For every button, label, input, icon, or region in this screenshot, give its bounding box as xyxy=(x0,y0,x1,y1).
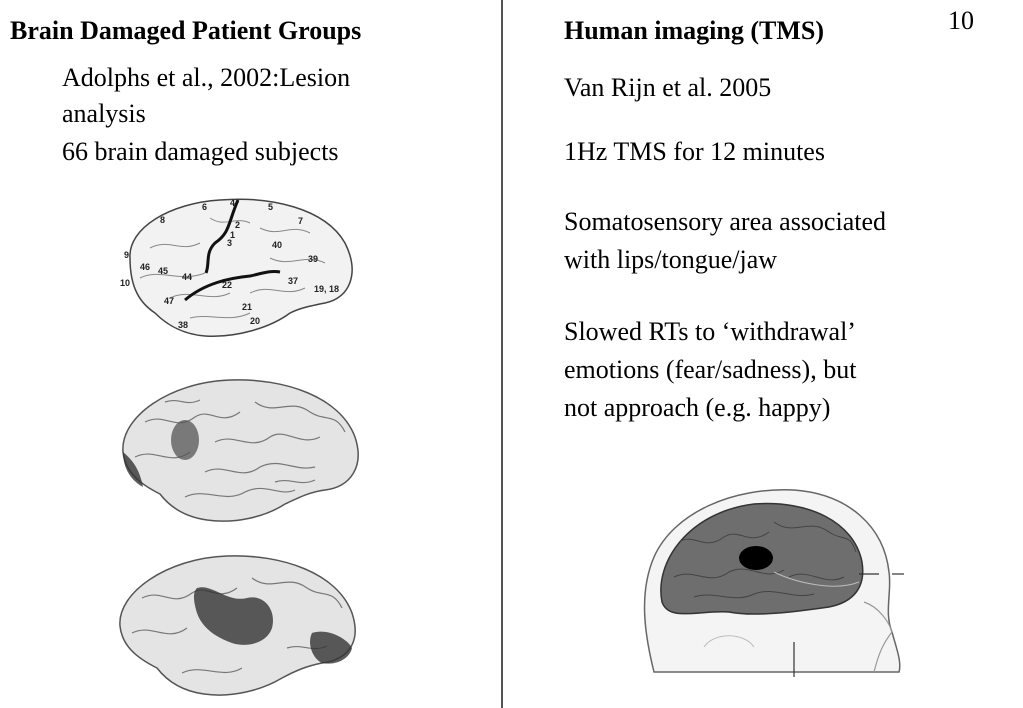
label-19-18: 19, 18 xyxy=(314,284,339,294)
label-6: 6 xyxy=(202,202,207,212)
label-7: 7 xyxy=(298,216,303,226)
label-10: 10 xyxy=(120,278,130,288)
tms-head-image xyxy=(643,489,904,677)
study-citation: Adolphs et al., 2002:Lesion xyxy=(62,63,351,92)
column-divider xyxy=(501,0,503,708)
result-line1: Slowed RTs to ‘withdrawal’ xyxy=(564,317,856,346)
label-8: 8 xyxy=(160,215,165,225)
label-47: 47 xyxy=(164,296,174,306)
label-44: 44 xyxy=(182,272,192,282)
label-22: 22 xyxy=(222,280,232,290)
slide-number: 10 xyxy=(948,6,974,35)
result-line3: not approach (e.g. happy) xyxy=(564,393,831,422)
right-heading: Human imaging (TMS) xyxy=(564,16,825,45)
label-1: 1 xyxy=(230,230,235,240)
lesion-brain-temporal xyxy=(119,555,356,696)
label-38: 38 xyxy=(178,320,188,330)
label-37: 37 xyxy=(288,276,298,286)
brodmann-map-brain: 6 4 5 8 2 1 3 7 40 9 46 45 44 39 10 37 2… xyxy=(120,198,353,337)
subject-count: 66 brain damaged subjects xyxy=(62,137,339,166)
label-39: 39 xyxy=(308,254,318,264)
label-40: 40 xyxy=(272,240,282,250)
label-9: 9 xyxy=(124,250,129,260)
label-45: 45 xyxy=(158,266,168,276)
target-area-line1: Somatosensory area associated xyxy=(564,207,887,236)
label-5: 5 xyxy=(268,202,273,212)
lesion-brain-frontal xyxy=(122,379,359,522)
tms-method: 1Hz TMS for 12 minutes xyxy=(564,137,825,166)
label-20: 20 xyxy=(250,316,260,326)
label-2: 2 xyxy=(235,220,240,230)
study-citation-cont: analysis xyxy=(62,99,146,128)
result-line2: emotions (fear/sadness), but xyxy=(564,355,857,384)
target-area-line2: with lips/tongue/jaw xyxy=(564,245,778,274)
label-3: 3 xyxy=(227,238,232,248)
left-heading: Brain Damaged Patient Groups xyxy=(10,16,362,45)
label-21: 21 xyxy=(242,302,252,312)
tms-citation: Van Rijn et al. 2005 xyxy=(564,73,772,102)
label-4: 4 xyxy=(230,198,235,208)
label-46: 46 xyxy=(140,262,150,272)
